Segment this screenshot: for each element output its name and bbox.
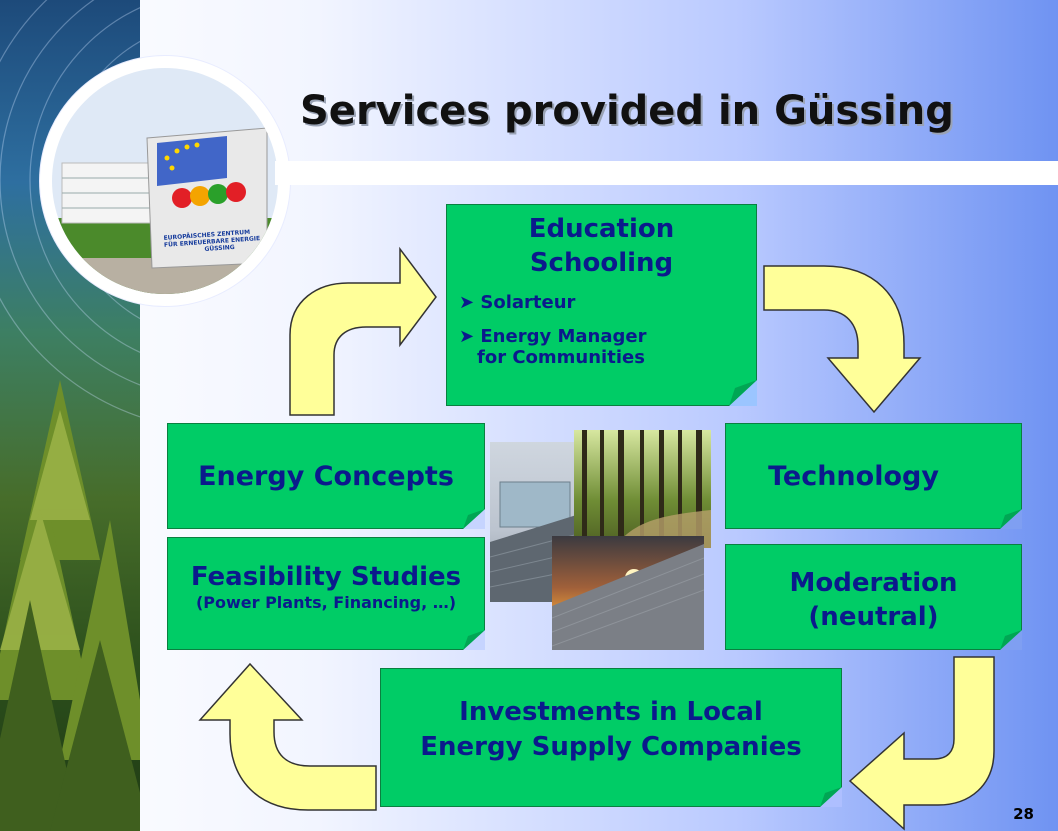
education-bullet-2: ➤ Energy Manager	[447, 326, 756, 348]
energy-concepts-label: Energy Concepts	[198, 461, 454, 492]
energy-concepts-box: Energy Concepts	[167, 423, 485, 529]
building-photo: EUROPÄISCHES ZENTRUM FÜR ERNEUERBARE ENE…	[40, 56, 290, 306]
moderation-subtitle: (neutral)	[808, 601, 939, 632]
moderation-box: Moderation (neutral)	[725, 544, 1022, 650]
page-curl-icon	[729, 380, 757, 406]
arrow-right-down-icon	[763, 265, 922, 414]
feasibility-subtitle: (Power Plants, Financing, …)	[195, 593, 457, 613]
page-curl-icon	[1000, 630, 1022, 650]
title-underline-band	[275, 161, 1058, 185]
sunset-illustration	[552, 544, 704, 650]
page-number: 28	[1013, 805, 1034, 823]
technology-label: Technology	[768, 461, 939, 492]
bullet-label: Solarteur	[480, 291, 576, 313]
arrow-left-up-icon	[198, 662, 377, 811]
page-curl-icon	[1000, 509, 1022, 529]
education-bullet-2-cont: for Communities	[477, 346, 645, 368]
technology-box: Technology	[725, 423, 1022, 529]
bullet-arrow-icon: ➤	[459, 291, 475, 313]
investments-box: Investments in Local Energy Supply Compa…	[380, 668, 842, 807]
building-illustration	[52, 68, 278, 294]
education-box: Education Schooling ➤ Solarteur ➤ Energy…	[446, 204, 757, 406]
page-curl-icon	[463, 630, 485, 650]
feasibility-box: Feasibility Studies (Power Plants, Finan…	[167, 537, 485, 650]
sunset-photo	[552, 536, 704, 650]
page-title: Services provided in Güssing	[300, 88, 954, 134]
feasibility-title: Feasibility Studies	[190, 562, 462, 592]
education-title-line-1: Education	[528, 214, 675, 244]
education-bullet-1: ➤ Solarteur	[447, 291, 756, 314]
forest-photo	[574, 430, 711, 548]
page-curl-icon	[463, 509, 485, 529]
bullet-label: Energy Manager	[480, 326, 647, 348]
page-curl-icon	[820, 787, 842, 807]
moderation-title: Moderation	[789, 568, 958, 598]
bullet-arrow-icon: ➤	[459, 326, 475, 348]
arrow-down-left-icon	[848, 656, 995, 831]
forest-illustration	[0, 0, 140, 831]
investments-title-line-1: Investments in Local	[459, 697, 763, 727]
arrow-up-right-icon	[289, 246, 437, 416]
investments-title-line-2: Energy Supply Companies	[420, 732, 802, 763]
education-title-line-2: Schooling	[529, 247, 674, 278]
forest-trunks-illustration	[582, 430, 711, 548]
